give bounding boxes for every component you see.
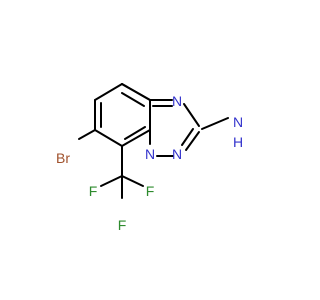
- bond-c2-n3: [185, 131, 200, 151]
- bond-c3-n-bridge: [121, 129, 151, 147]
- bond-c7-c6-double: [121, 92, 145, 107]
- bond-c6-c5: [94, 83, 123, 101]
- atom-f-left: F: [89, 183, 98, 199]
- bond-c4-c3: [94, 129, 123, 147]
- atom-f-bottom: F: [118, 217, 127, 233]
- molecule-canvas: N N N N H Br F F F: [56, 83, 243, 233]
- atom-br: Br: [56, 150, 70, 166]
- bond-c3-n-bridge-double: [124, 126, 146, 140]
- atom-n-bottom: N: [172, 146, 182, 162]
- bond-n1-c2: [183, 103, 200, 127]
- atom-amine-h: H: [233, 134, 243, 150]
- atom-n-bridge: N: [145, 146, 155, 162]
- bond-c2-nh2: [201, 117, 229, 130]
- atom-amine-n: N: [233, 114, 243, 130]
- atom-n-top: N: [172, 93, 182, 109]
- bond-c8-c8a: [121, 83, 151, 101]
- bond-c2-n3-double: [181, 128, 194, 146]
- molecule-structure: N N N N H Br F F F: [56, 83, 243, 233]
- atom-f-right: F: [146, 183, 155, 199]
- bond-c6-br: [78, 129, 96, 140]
- bond-cf3-f-left: [100, 175, 123, 187]
- bond-cf3-f-right: [121, 175, 144, 187]
